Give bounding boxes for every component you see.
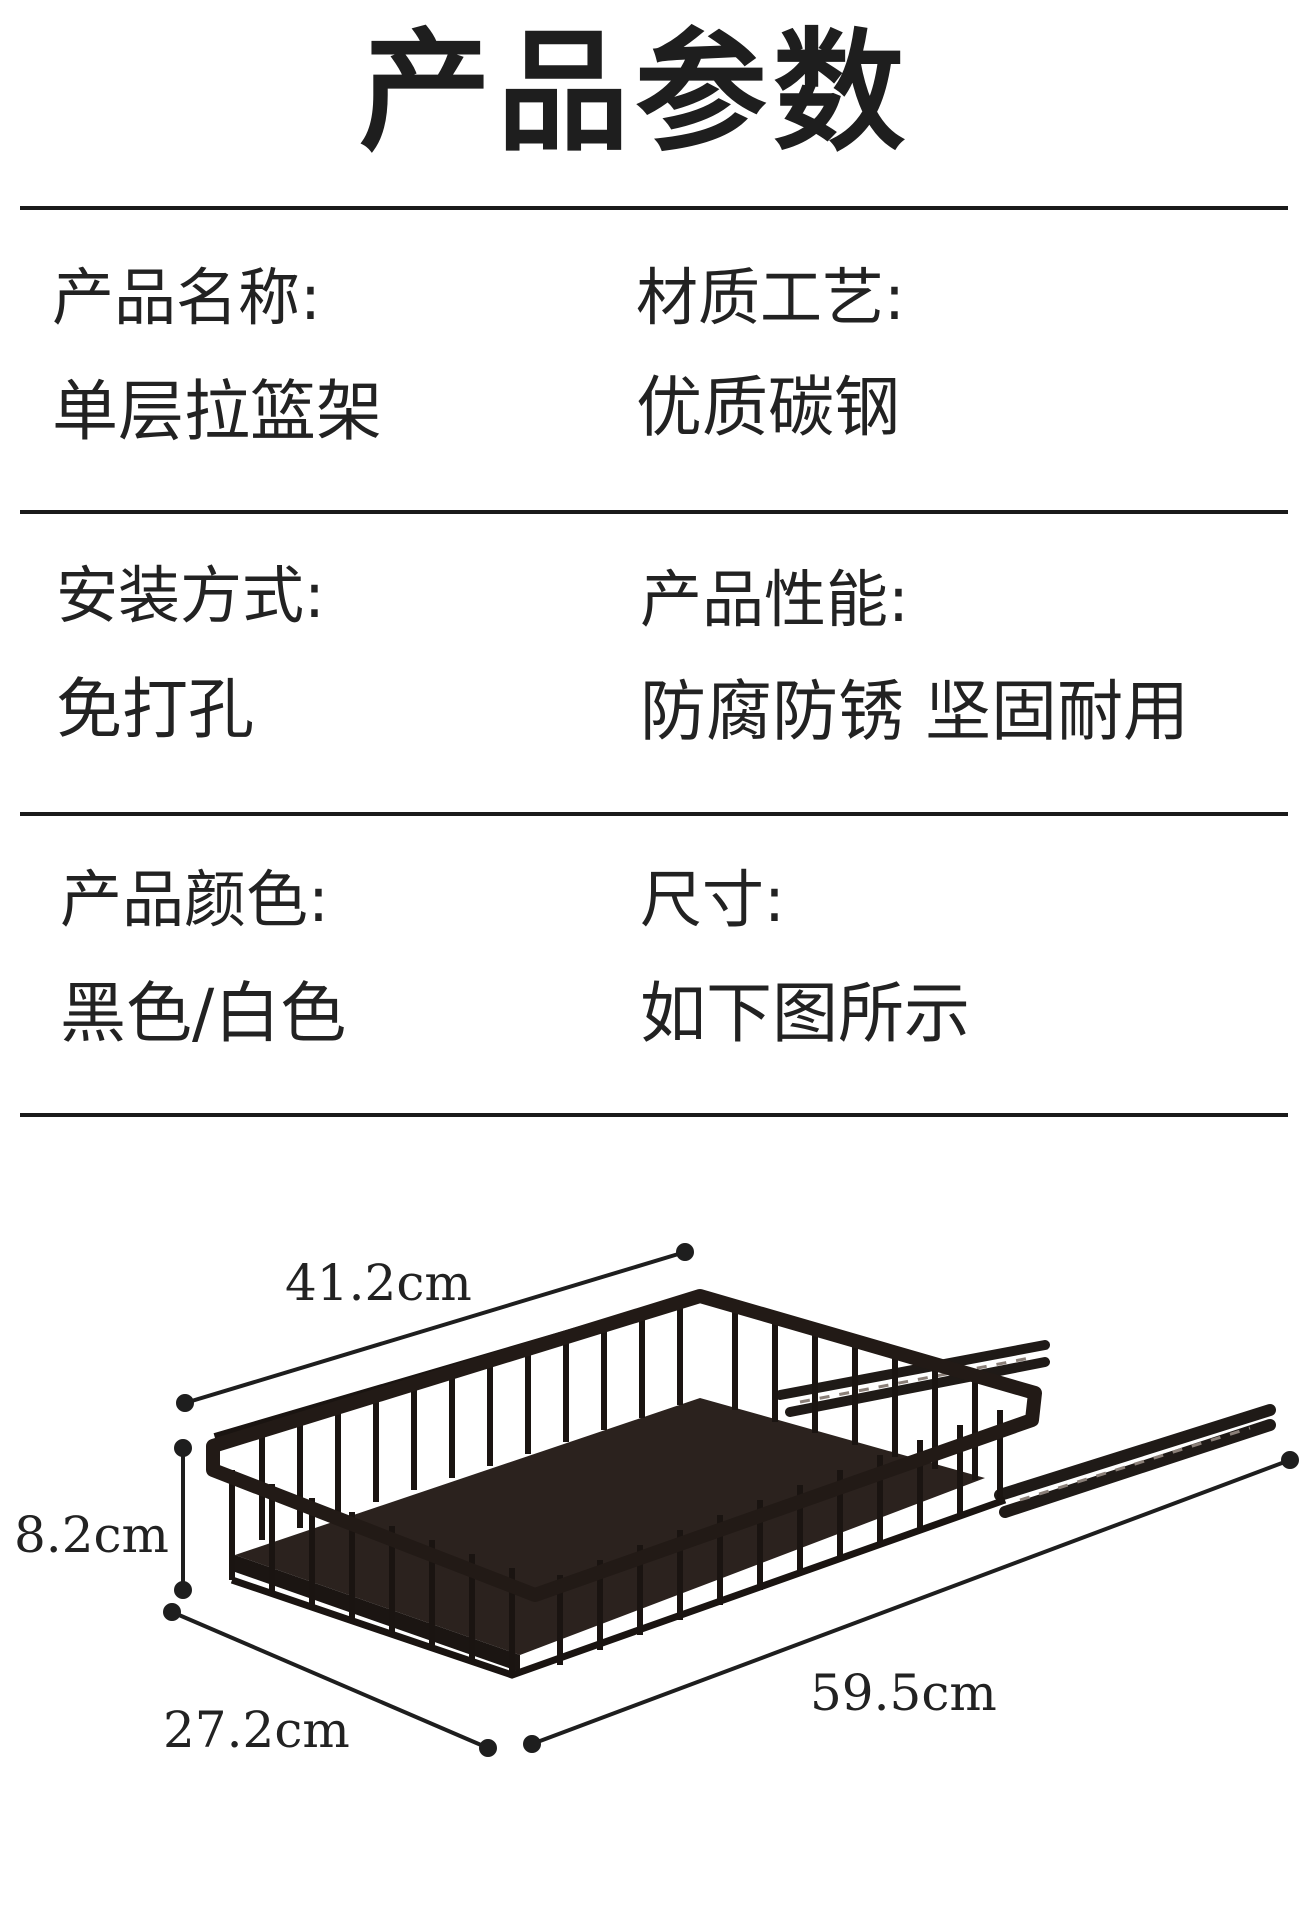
spec-value-performance: 防腐防锈 坚固耐用 xyxy=(640,673,1189,750)
spec-label-product-name: 产品名称: xyxy=(52,261,321,334)
divider-2 xyxy=(20,812,1288,816)
spec-value-color: 黑色/白色 xyxy=(60,975,347,1052)
spec-value-material: 优质碳钢 xyxy=(636,369,900,446)
slide-rail-front xyxy=(994,1404,1276,1518)
spec-value-installation: 免打孔 xyxy=(56,671,254,748)
basket-bottom xyxy=(235,1398,985,1655)
dimension-lines xyxy=(163,1243,1299,1757)
basket-top-rim xyxy=(206,1289,1042,1602)
spec-value-size: 如下图所示 xyxy=(640,975,970,1052)
divider-1 xyxy=(20,510,1288,514)
spec-value-product-name: 单层拉篮架 xyxy=(52,373,382,450)
dimension-width-label: 27.2cm xyxy=(163,1701,350,1759)
spec-label-color: 产品颜色: xyxy=(60,863,329,936)
spec-label-size: 尺寸: xyxy=(640,863,785,936)
spec-label-installation: 安装方式: xyxy=(56,559,325,632)
spec-label-performance: 产品性能: xyxy=(640,563,909,636)
slide-rail-back xyxy=(775,1340,1050,1417)
slide-rail-holes xyxy=(799,1356,1251,1502)
basket-back-wires xyxy=(259,1302,978,1540)
basket-bottom-frame xyxy=(230,1496,1007,1679)
dimension-height-label: 8.2cm xyxy=(14,1506,169,1564)
dimension-extended-length-label: 59.5cm xyxy=(810,1664,997,1722)
dimension-length-label: 41.2cm xyxy=(285,1254,472,1312)
spec-label-material: 材质工艺: xyxy=(636,261,905,334)
divider-3 xyxy=(20,1113,1288,1117)
divider-top xyxy=(20,206,1288,210)
page-title: 产品参数 xyxy=(359,16,911,170)
basket-bottom-edge xyxy=(235,1555,520,1672)
pull-out-basket-illustration xyxy=(163,1243,1299,1757)
